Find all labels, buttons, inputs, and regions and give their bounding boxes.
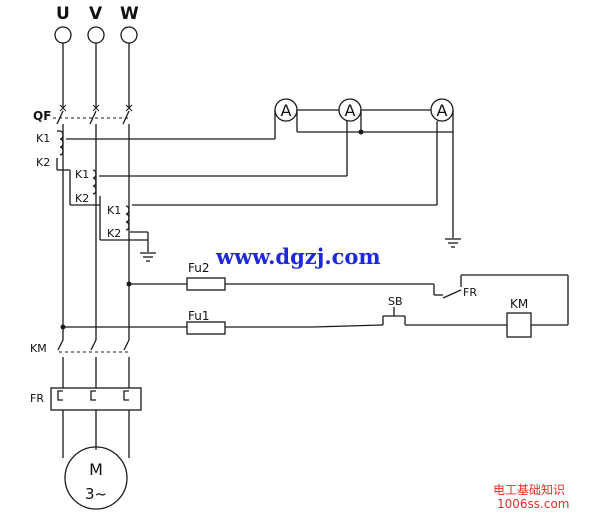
ct-w-coil xyxy=(125,205,130,231)
ammeter-2-symbol: A xyxy=(345,101,356,120)
button-sb-label: SB xyxy=(388,295,403,308)
control-line-fu1 xyxy=(60,307,507,330)
control-line-fu2 xyxy=(126,274,569,326)
ct-signal-wiring xyxy=(57,110,438,206)
fuse-fu1 xyxy=(186,321,226,335)
ct-v-coil xyxy=(92,169,97,195)
terminal-w xyxy=(120,26,138,44)
ct-k2-ground-wiring xyxy=(56,158,149,252)
ct-u-k1-label: K1 xyxy=(36,132,50,145)
ammeter-1-symbol: A xyxy=(281,101,292,120)
ground-symbol-ammeter xyxy=(445,238,461,248)
ammeter-1: A xyxy=(274,98,298,122)
ammeter-3: A xyxy=(430,98,454,122)
ammeter-2: A xyxy=(338,98,362,122)
breaker-qf xyxy=(53,104,133,125)
contactor-coil-label: KM xyxy=(510,297,528,311)
phase-u-label: U xyxy=(56,4,70,24)
motor-phase: 3~ xyxy=(85,485,107,503)
overload-relay-fr xyxy=(50,387,142,458)
watermark-site: www.dgzj.com xyxy=(215,244,381,269)
terminal-v xyxy=(87,26,105,44)
watermark-cn: 电工基础知识 xyxy=(493,483,565,497)
ammeter-return-wiring xyxy=(296,109,454,238)
phase-lines-top xyxy=(62,43,130,107)
ct-v-k2-label: K2 xyxy=(75,192,89,205)
contactor-main-label: KM xyxy=(30,342,47,355)
ground-symbol-ct xyxy=(140,252,156,262)
ct-u-k2-label: K2 xyxy=(36,156,50,169)
ct-w-k1-label: K1 xyxy=(107,204,121,217)
motor-letter: M xyxy=(89,460,103,479)
phase-w-label: W xyxy=(120,4,139,24)
fuse-fu1-label: Fu1 xyxy=(188,309,210,323)
contactor-main-contacts xyxy=(57,339,130,388)
motor: M 3~ xyxy=(64,446,128,510)
contactor-coil xyxy=(506,312,532,338)
breaker-qf-label: QF xyxy=(33,109,51,123)
ct-v-k1-label: K1 xyxy=(75,168,89,181)
ct-u-coil xyxy=(59,130,64,156)
relay-fr-label: FR xyxy=(463,286,477,299)
fuse-fu2-label: Fu2 xyxy=(188,261,210,275)
phase-lines-main xyxy=(62,124,130,340)
overload-fr-label: FR xyxy=(30,392,44,405)
phase-v-label: V xyxy=(89,4,103,24)
fuse-fu2 xyxy=(186,277,226,291)
ct-w-k2-label: K2 xyxy=(107,227,121,240)
terminal-u xyxy=(54,26,72,44)
watermark-url: 1006ss.com xyxy=(497,497,570,511)
ammeter-3-symbol: A xyxy=(437,101,448,120)
